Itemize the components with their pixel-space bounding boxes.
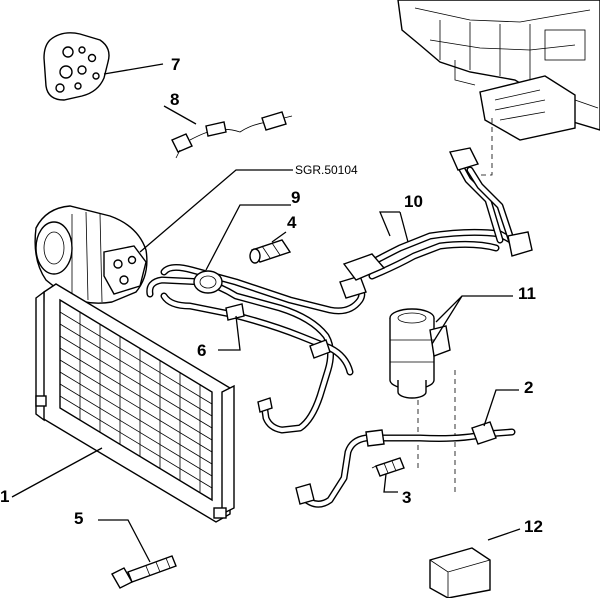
part-9-hose [160, 263, 367, 315]
callout-12: 12 [524, 517, 543, 536]
callout-4: 4 [287, 213, 297, 232]
part-12-relay [429, 547, 491, 598]
part-2-pipe [295, 421, 516, 508]
callout-6: 6 [197, 341, 206, 360]
part-1-condenser [35, 283, 235, 523]
callout-7: 7 [171, 55, 180, 74]
callout-1: 1 [0, 487, 9, 506]
evaporator-housing [397, 0, 600, 495]
callout-5: 5 [74, 509, 83, 528]
leader-lines [11, 63, 521, 563]
callout-2: 2 [524, 378, 533, 397]
part-7-gasket-kit [43, 32, 110, 101]
callout-11: 11 [518, 284, 536, 303]
compressor [34, 205, 148, 304]
callout-9: 9 [291, 188, 300, 207]
callout-3: 3 [402, 488, 411, 507]
part-11-receiver-drier [389, 308, 451, 399]
part-10-evaporator-pipes [342, 147, 533, 281]
part-3-switch [371, 457, 405, 477]
part-8-pressure-sensor-cable [171, 111, 293, 159]
part-4-valve [249, 239, 292, 264]
reference-code: SGR.50104 [295, 163, 358, 177]
part-5-bolt [111, 555, 177, 589]
callout-10: 10 [404, 192, 423, 211]
callout-8: 8 [170, 90, 179, 109]
